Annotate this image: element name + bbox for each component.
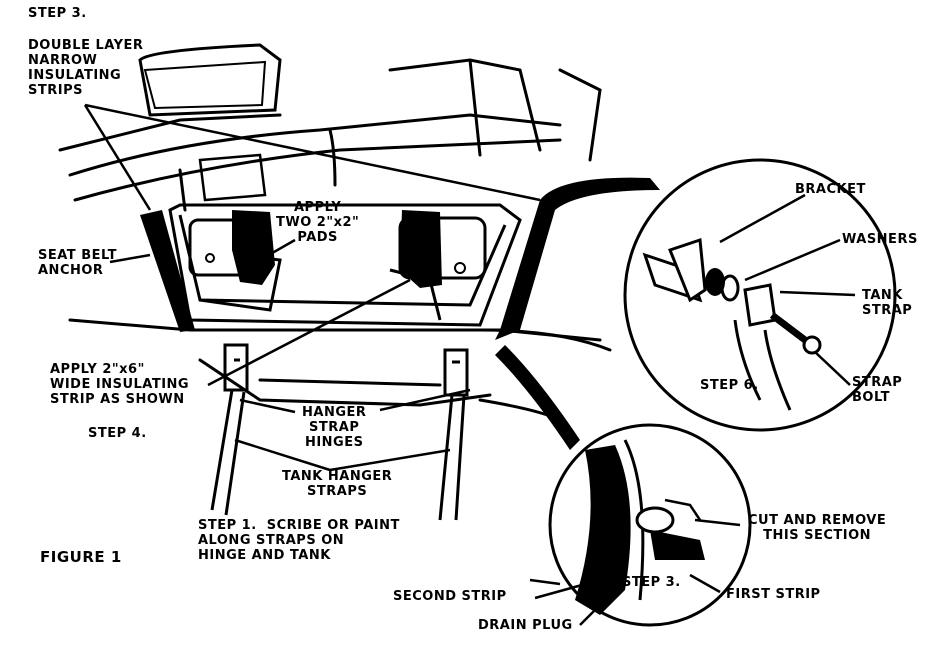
seat-belt-anchor-label: SEAT BELT ANCHOR <box>38 248 117 278</box>
detail-circle-bolt <box>623 158 897 432</box>
left-insulating-strip <box>140 210 195 332</box>
vehicle-body-drawing <box>58 43 612 422</box>
drain-plug-label: DRAIN PLUG <box>478 618 573 633</box>
tank-hanger-straps-label: TANK HANGER STRAPS <box>282 469 393 499</box>
figure-label: FIGURE 1 <box>40 548 122 566</box>
step3-top-label: STEP 3. <box>28 6 87 21</box>
step6-label: STEP 6. <box>700 378 759 393</box>
leader-lines <box>83 103 561 586</box>
second-strip-label: SECOND STRIP <box>393 589 507 604</box>
strap-to-drain <box>495 345 580 450</box>
hanger-straps <box>210 343 469 521</box>
insulating-pads <box>205 210 466 288</box>
apply-pads-label: APPLY TWO 2"x2" PADS <box>276 200 360 245</box>
apply-wide-strip-label: APPLY 2"x6" WIDE INSULATING STRIP AS SHO… <box>50 362 190 407</box>
step3-bottom-label: STEP 3. <box>622 575 681 590</box>
right-insulating-strip <box>495 177 660 340</box>
cut-remove-label: CUT AND REMOVE THIS SECTION <box>748 513 887 543</box>
washers-label: WASHERS <box>842 232 918 247</box>
step4-label: STEP 4. <box>88 426 147 441</box>
double-layer-label: DOUBLE LAYER NARROW INSULATING STRIPS <box>28 38 144 98</box>
first-strip-label: FIRST STRIP <box>726 587 821 602</box>
detail-circle-drain <box>534 423 752 627</box>
hanger-strap-hinges-label: HANGER STRAP HINGES <box>302 405 367 450</box>
step1-label: STEP 1. SCRIBE OR PAINT ALONG STRAPS ON … <box>198 518 400 563</box>
bracket-label: BRACKET <box>795 182 866 197</box>
tank-strap-label: TANK STRAP <box>862 288 913 318</box>
strap-bolt-label: STRAP BOLT <box>852 375 903 405</box>
